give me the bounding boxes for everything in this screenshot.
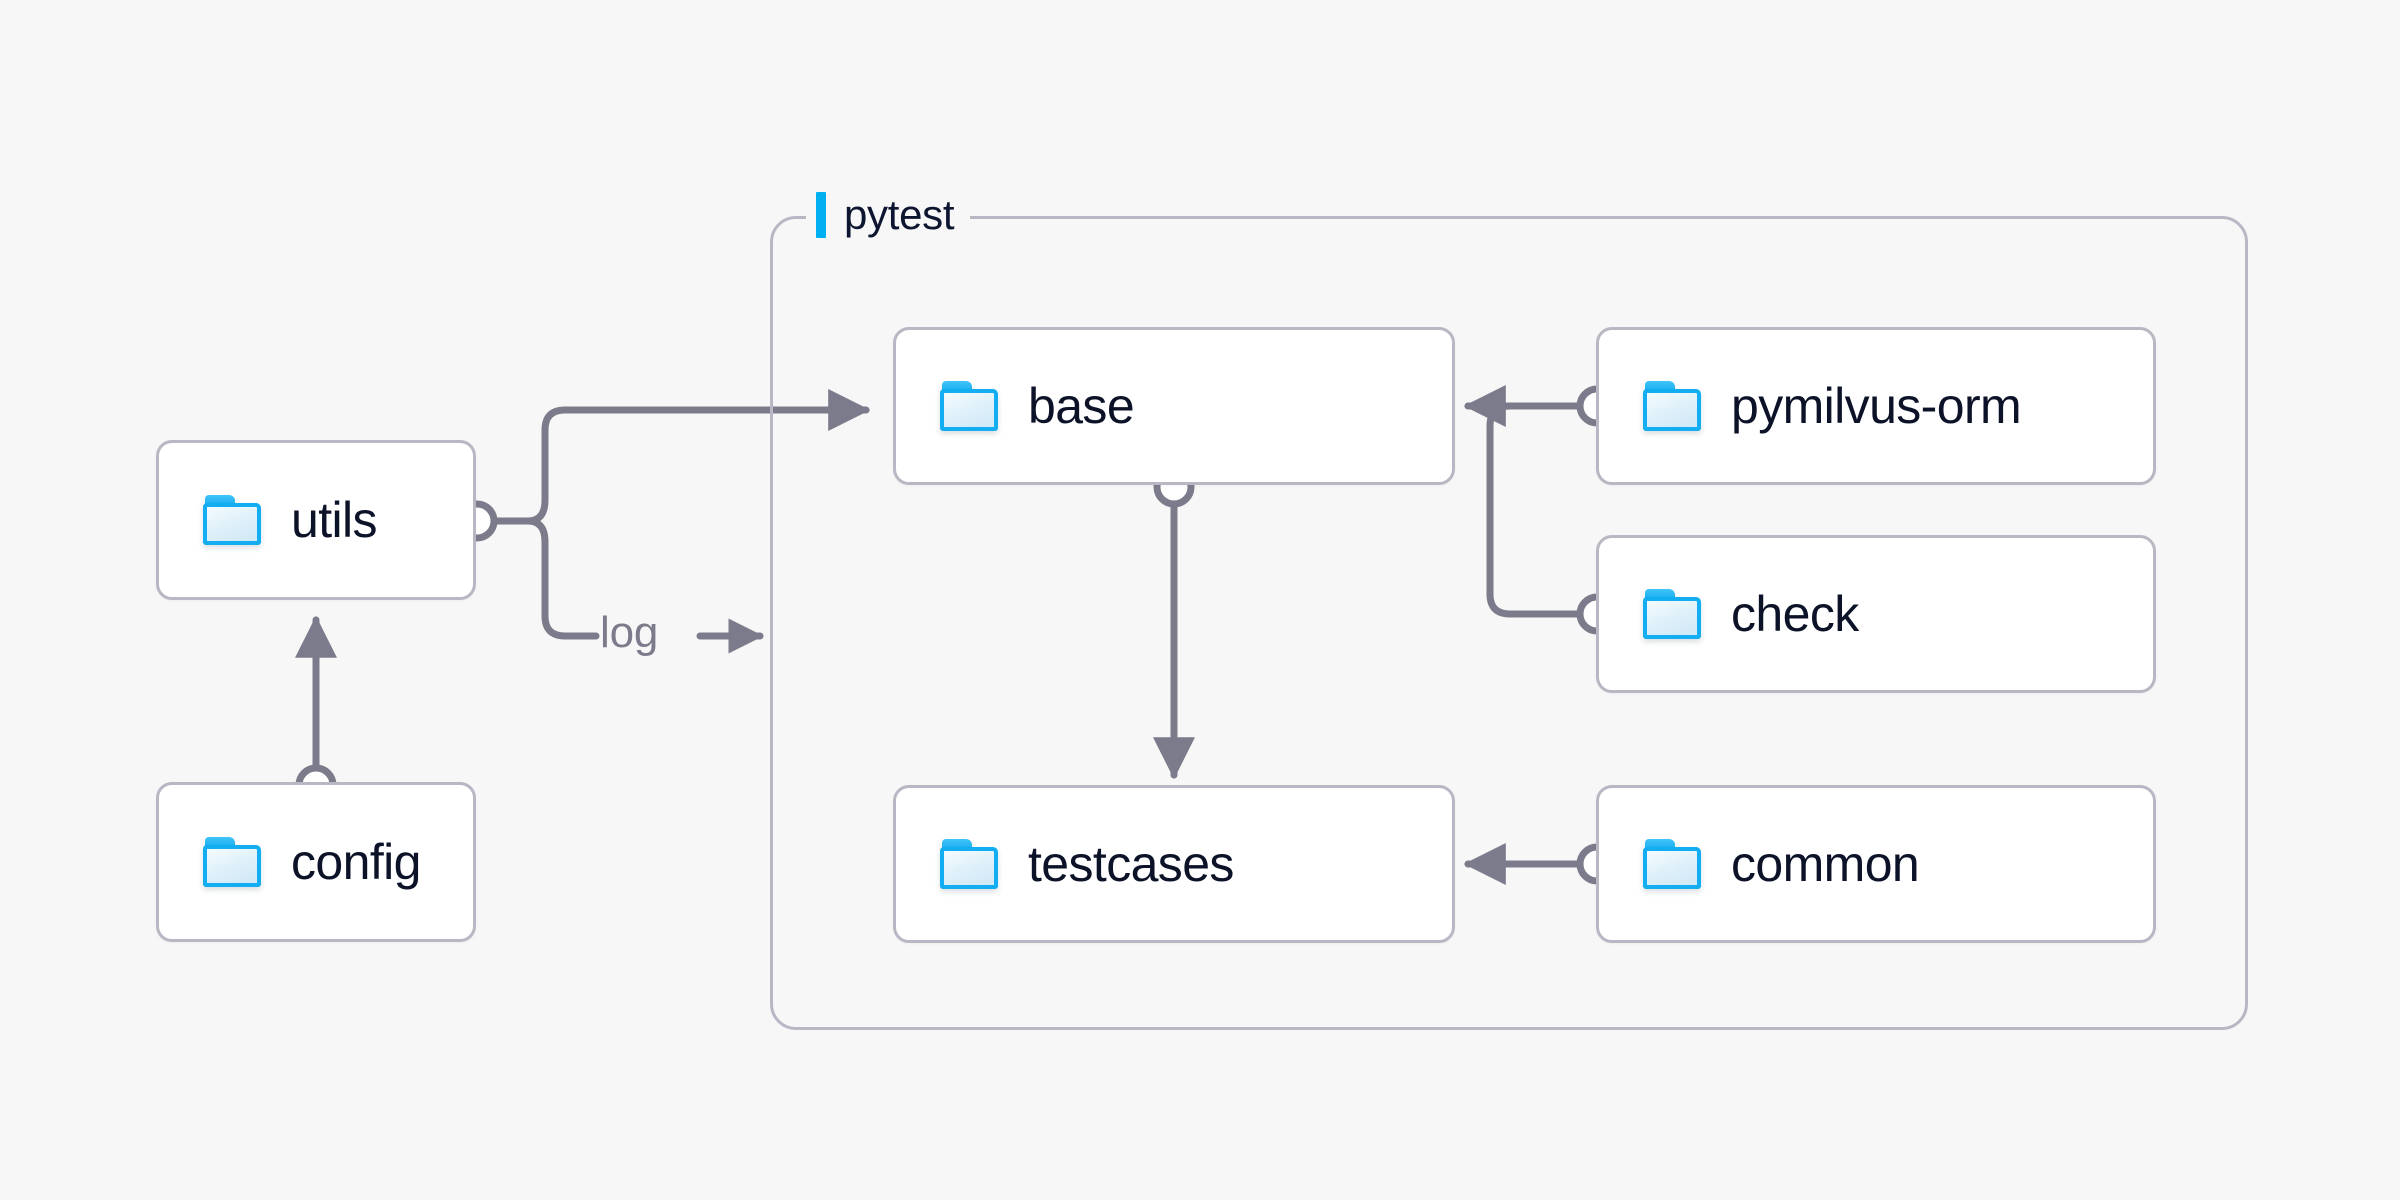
folder-icon bbox=[203, 495, 261, 545]
folder-icon bbox=[1643, 589, 1701, 639]
node-common[interactable]: common bbox=[1596, 785, 2156, 943]
accent-bar-icon bbox=[816, 192, 826, 238]
node-utils[interactable]: utils bbox=[156, 440, 476, 600]
pytest-group-label: pytest bbox=[806, 186, 971, 244]
node-pymilvus-orm[interactable]: pymilvus-orm bbox=[1596, 327, 2156, 485]
node-label-check: check bbox=[1731, 586, 1859, 642]
node-label-pymilvus-orm: pymilvus-orm bbox=[1731, 378, 2022, 434]
node-label-base: base bbox=[1028, 378, 1135, 434]
folder-icon bbox=[1643, 839, 1701, 889]
folder-icon bbox=[1643, 381, 1701, 431]
edge-label-log: log bbox=[600, 608, 659, 657]
node-label-config: config bbox=[291, 834, 421, 890]
wire-utils-to-log bbox=[524, 517, 600, 640]
node-label-utils: utils bbox=[291, 492, 378, 548]
node-config[interactable]: config bbox=[156, 782, 476, 942]
pytest-group-container bbox=[770, 216, 2248, 1030]
folder-icon bbox=[203, 837, 261, 887]
node-check[interactable]: check bbox=[1596, 535, 2156, 693]
node-label-common: common bbox=[1731, 836, 1920, 892]
folder-icon bbox=[940, 839, 998, 889]
node-testcases[interactable]: testcases bbox=[893, 785, 1455, 943]
pytest-group-title: pytest bbox=[844, 191, 955, 238]
node-base[interactable]: base bbox=[893, 327, 1455, 485]
folder-icon bbox=[940, 381, 998, 431]
node-label-testcases: testcases bbox=[1028, 836, 1234, 892]
